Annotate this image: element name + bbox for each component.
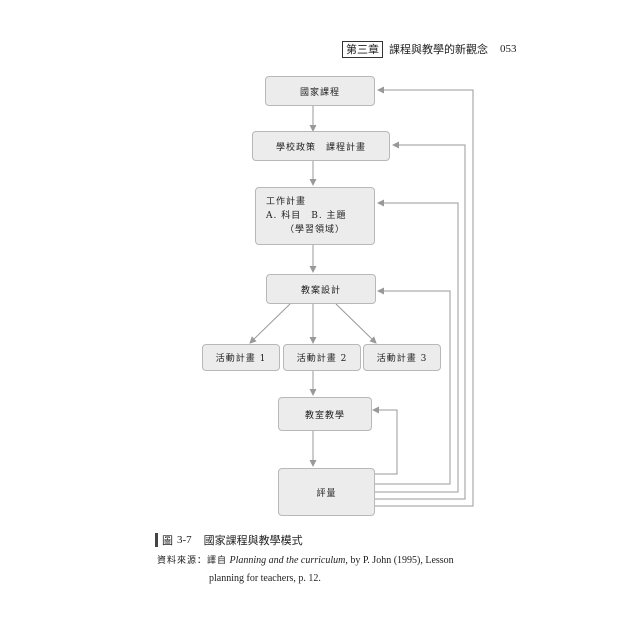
node-national-label: 國家課程 [299,87,340,98]
node-lesson-design: 教案設計 [266,274,376,304]
arrow-lesson-to-activity1 [249,303,291,344]
caption-bar [155,533,158,547]
node-classroom-teaching: 教室教學 [278,397,372,431]
node-national-curriculum: 國家課程 [265,76,375,106]
figure-caption: 圖 3-7 國家課程與教學模式 [155,532,303,548]
chapter-title: 課程與教學的新觀念 [389,43,488,56]
source-book-title: Planning and the curriculum [229,555,346,566]
node-work-plan: 工作計畫 A. 科目 B. 主題 （學習領域） [255,187,375,245]
node-activity-1: 活動計畫 1 [202,344,280,371]
source-citation: 資料來源：譯自 Planning and the curriculum, by … [157,552,517,587]
node-classroom-label: 教室教學 [304,410,345,421]
figure-title: 國家課程與教學模式 [203,534,303,547]
node-activity-3-label: 活動計畫 3 [376,354,428,364]
feedback-to-school [375,141,466,500]
node-activity-2-label: 活動計畫 2 [296,354,348,364]
arrow-lesson-to-activity3 [335,303,377,344]
figure-number: 3-7 [177,534,192,546]
node-activity-2: 活動計畫 2 [283,344,361,371]
source-rest-line1: , by P. John (1995), Lesson [345,555,454,566]
node-lesson-label: 教案設計 [300,285,341,296]
node-activity-1-label: 活動計畫 1 [215,354,267,364]
node-evaluation: 評量 [278,468,375,516]
feedback-to-classroom [372,406,398,475]
page-number: 053 [500,43,517,55]
work-plan-items: A. 科目 B. 主題 [266,211,347,221]
node-evaluation-label: 評量 [316,488,337,499]
feedback-to-national [375,86,474,507]
feedback-to-workplan [375,199,459,493]
figure-prefix: 圖 [162,534,173,547]
work-plan-title: 工作計畫 [266,197,307,207]
node-school-policy: 學校政策 課程計畫 [252,131,390,161]
feedback-to-lesson [375,287,451,485]
chapter-label: 第三章 [342,40,383,58]
running-header: 第三章 課程與教學的新觀念 053 [342,40,517,58]
work-plan-note: （學習領域） [284,225,345,235]
source-label: 資料來源：譯自 [157,556,228,566]
node-activity-3: 活動計畫 3 [363,344,441,371]
node-school-label: 學校政策 課程計畫 [275,142,366,153]
source-line2: planning for teachers, p. 12. [209,573,321,584]
